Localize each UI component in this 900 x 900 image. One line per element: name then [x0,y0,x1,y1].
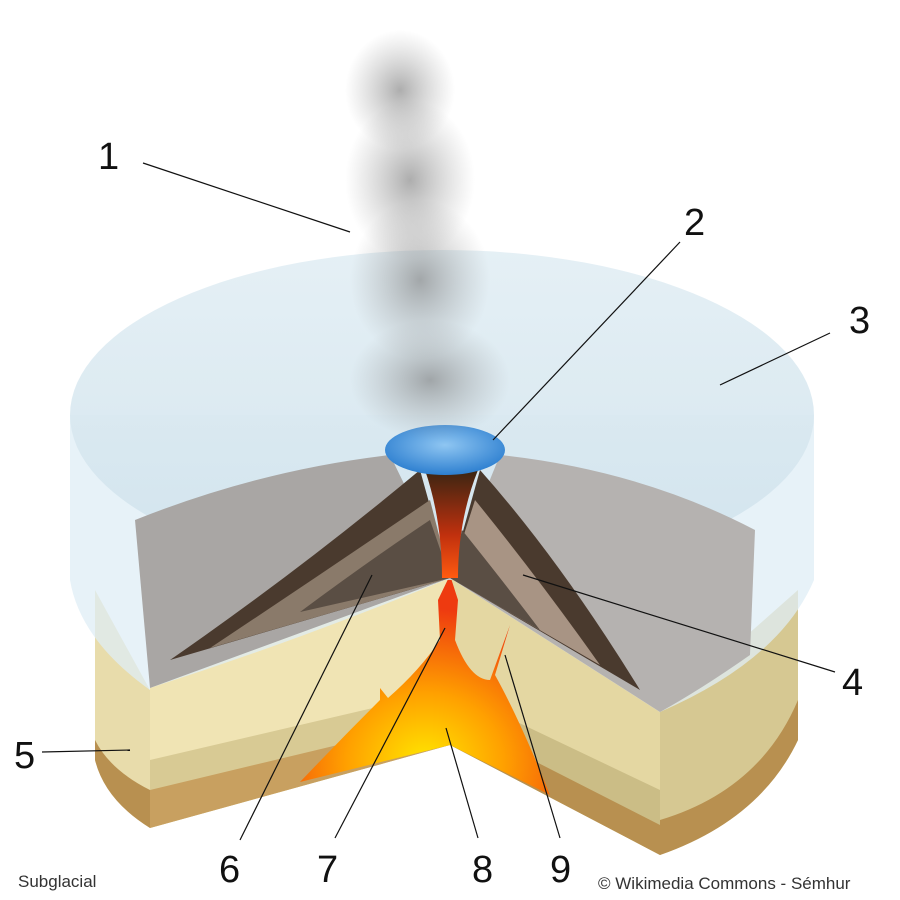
steam-plume [345,30,510,440]
magma-chamber [300,575,550,795]
label-8: 8 [472,849,494,891]
tephra-layer [300,520,450,612]
diagram-caption: Subglacial [18,872,97,891]
leader-lines [41,162,836,841]
volcano-cone [135,425,755,712]
label-4: 4 [842,662,864,704]
label-3: 3 [849,300,871,342]
conduit [425,470,478,578]
label-6: 6 [219,849,241,891]
credit-text: © Wikimedia Commons - Sémhur [598,874,851,893]
label-5: 5 [14,735,36,777]
label-9: 9 [550,849,572,891]
label-1: 1 [98,136,120,178]
label-2: 2 [684,202,706,244]
label-7: 7 [317,849,339,891]
